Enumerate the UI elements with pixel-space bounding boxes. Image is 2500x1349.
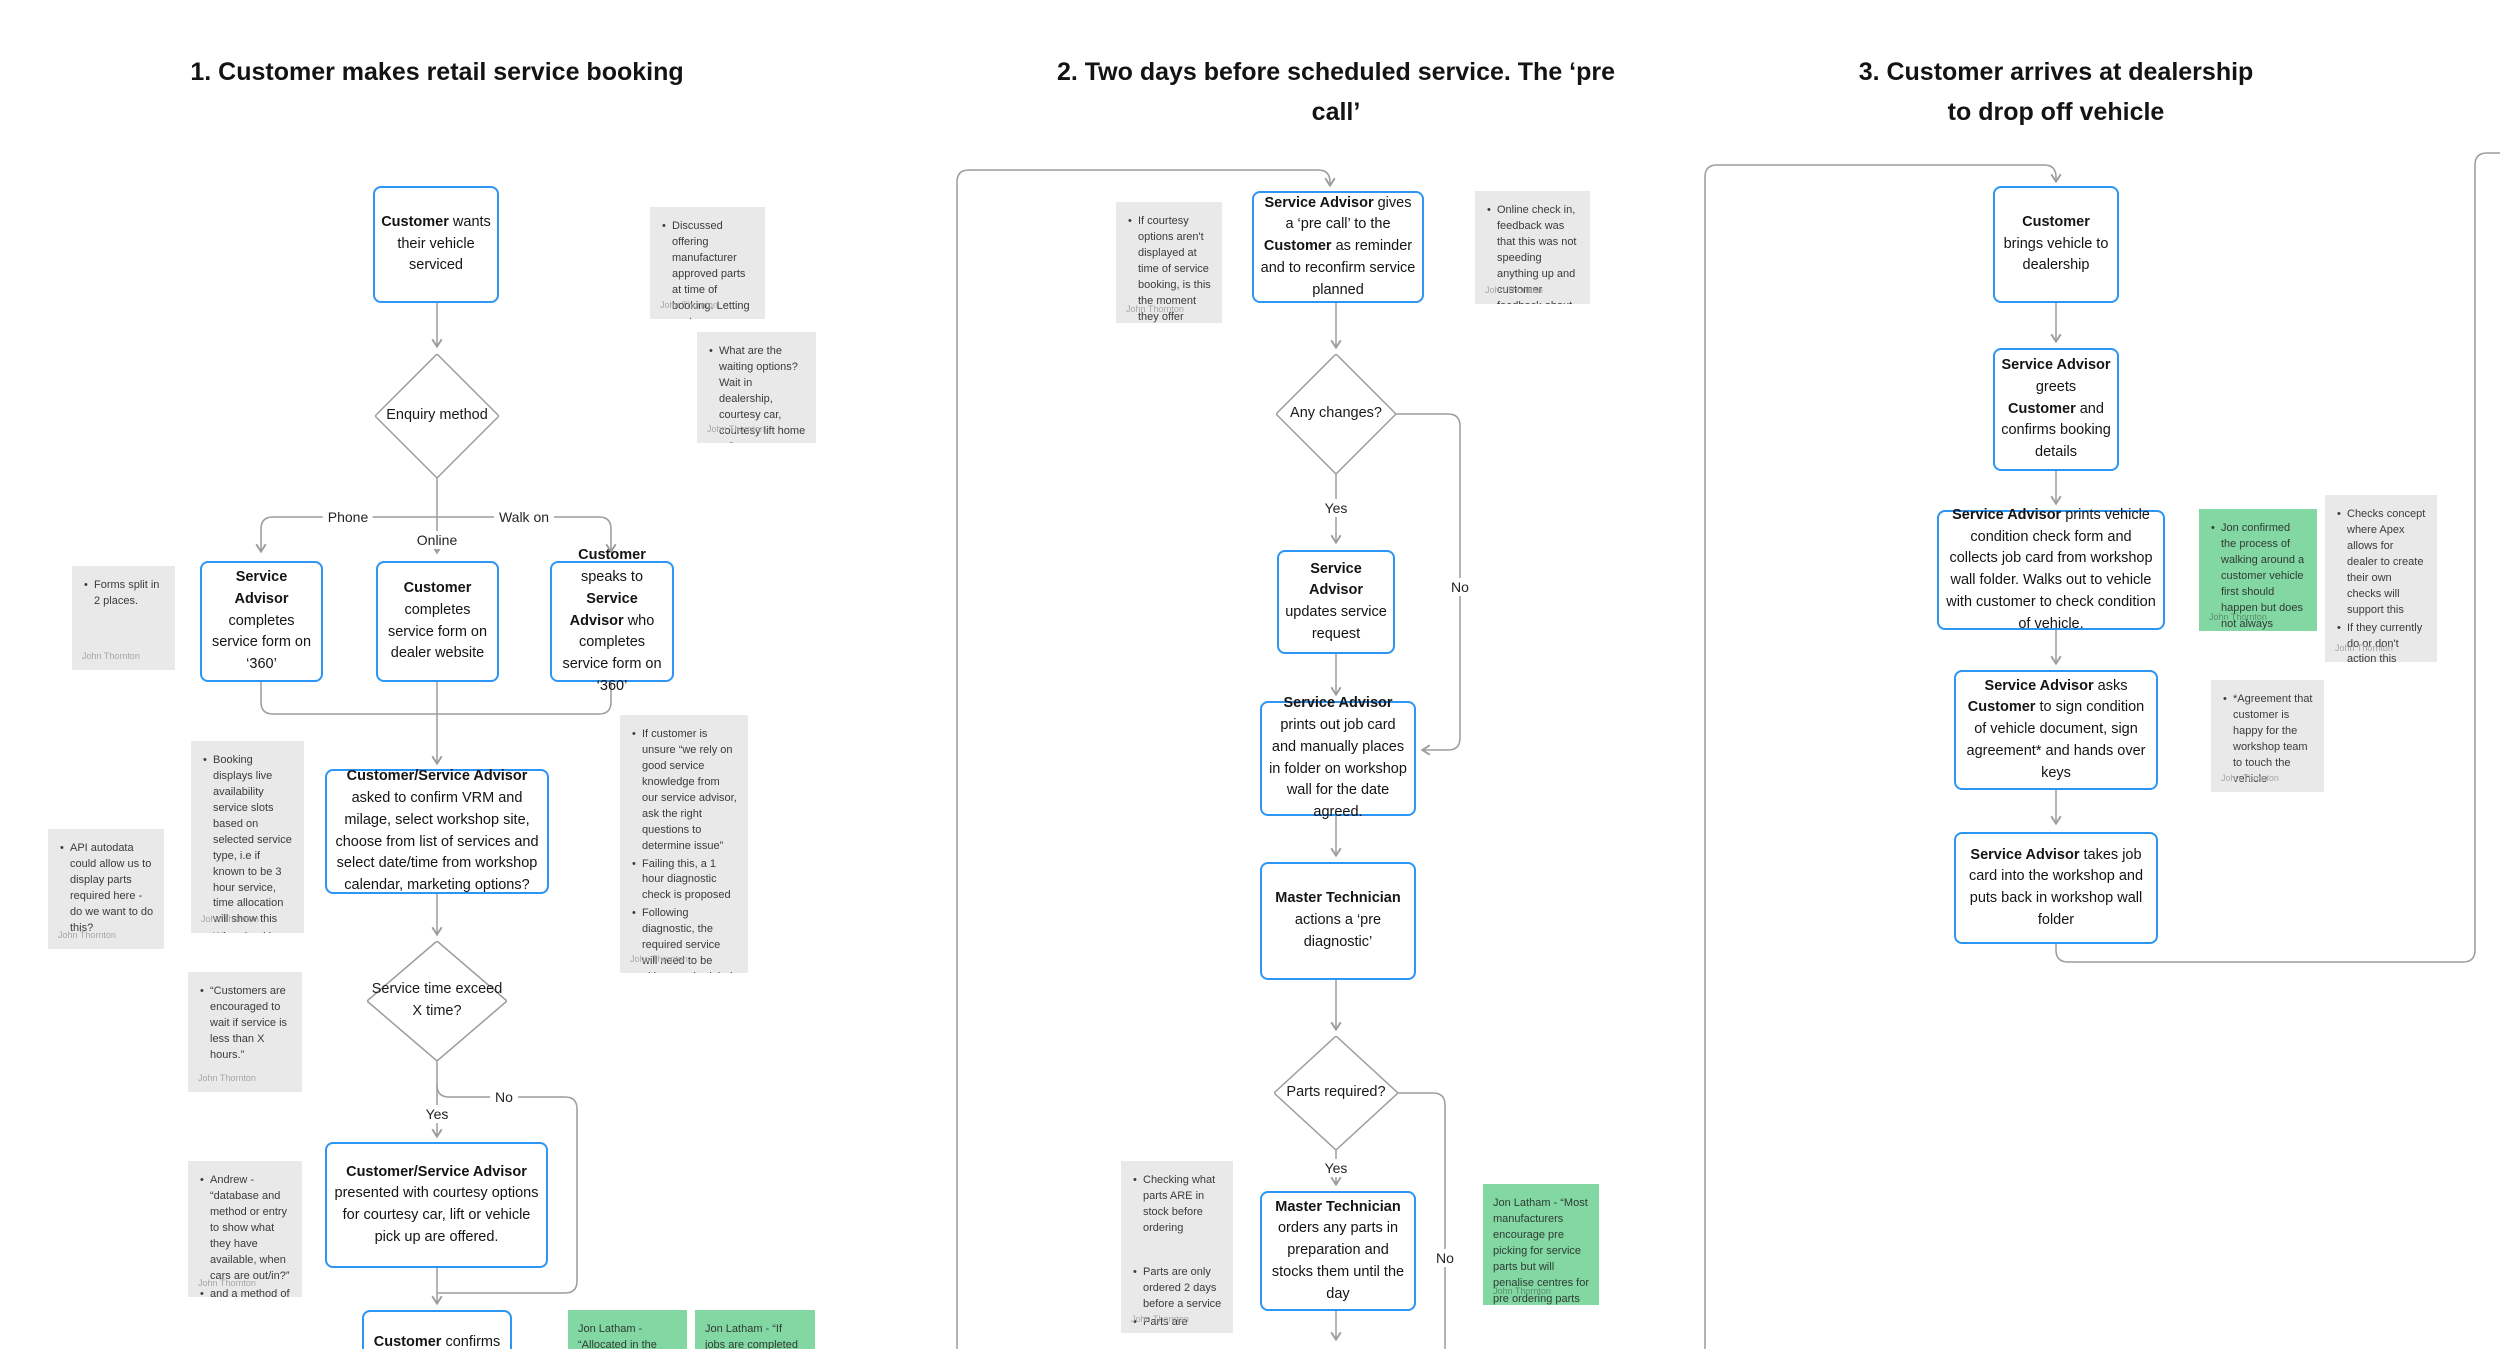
flow-node-technician-pre-diagnostic[interactable]: Master Technician actions a ‘pre diagnos… <box>1260 862 1416 980</box>
flow-node-customer-wants-service[interactable]: Customer wants their vehicle serviced <box>373 186 499 303</box>
sticky-author: John Thornton <box>2221 772 2279 783</box>
connector-loop-section2 <box>956 169 1336 1349</box>
flow-node-advisor-prints-job-card[interactable]: Service Advisor prints out job card and … <box>1260 695 1416 820</box>
flow-node-advisor-completes-form-phone[interactable]: Service Advisor completes service form o… <box>200 561 323 682</box>
decision-enquiry-method[interactable]: Enquiry method <box>375 354 499 478</box>
connector-phone-branch <box>255 516 437 554</box>
sticky-note-jon-latham-pre-picking[interactable]: Jon Latham - “Most manufacturers encoura… <box>1483 1184 1599 1305</box>
sticky-note-jon-latham-allocated[interactable]: Jon Latham - “Allocated in the workshop … <box>568 1310 687 1349</box>
sticky-note-andrew-database[interactable]: Andrew - “database and method or entry t… <box>188 1161 302 1297</box>
connector-loop-section3 <box>1704 164 2062 1349</box>
diamond-shape <box>1274 1036 1398 1150</box>
flow-node-customer-brings-vehicle[interactable]: Customer brings vehicle to dealership <box>1993 186 2119 303</box>
flow-node-advisor-pre-call[interactable]: Service Advisor gives a ‘pre call’ to th… <box>1252 191 1424 303</box>
branch-label-no: No <box>1446 578 1474 596</box>
sticky-note-api-autodata[interactable]: API autodata could allow us to display p… <box>48 829 164 949</box>
branch-label-yes: Yes <box>1319 499 1353 517</box>
branch-label-no: No <box>1431 1249 1459 1267</box>
sticky-author: John Thornton <box>1126 303 1184 314</box>
flow-node-courtesy-options-offered[interactable]: Customer/Service Advisor presented with … <box>325 1142 548 1268</box>
section-1-title[interactable]: 1. Customer makes retail service booking <box>190 58 684 86</box>
flow-node-confirm-vrm-details[interactable]: Customer/Service Advisor asked to confir… <box>325 768 549 894</box>
diamond-shape <box>375 354 499 478</box>
connector-no-branch <box>436 1084 578 1294</box>
sticky-author: John Thornton <box>630 953 688 964</box>
flow-node-customer-speaks-advisor-walkon[interactable]: Customer speaks to Service Advisor who c… <box>550 547 674 694</box>
sticky-author: John Thornton <box>1131 1313 1189 1324</box>
sticky-note-jon-latham-jobs-early[interactable]: Jon Latham - “If jobs are completed earl… <box>695 1310 815 1349</box>
flow-node-advisor-takes-job-card[interactable]: Service Advisor takes job card into the … <box>1954 832 2158 944</box>
sticky-note-booking-availability[interactable]: Booking displays live availability servi… <box>191 741 304 933</box>
sticky-author: John Thornton <box>2209 611 2267 622</box>
flow-node-advisor-sign-agreement[interactable]: Service Advisor asks Customer to sign co… <box>1954 670 2158 790</box>
flow-node-advisor-updates-request[interactable]: Service Advisor updates service request <box>1277 550 1395 654</box>
branch-label-walk-on: Walk on <box>493 508 555 526</box>
branch-label-yes: Yes <box>420 1105 454 1123</box>
sticky-author: John Thornton <box>707 423 765 434</box>
sticky-note-manufacturer-parts[interactable]: Discussed offering manufacturer approved… <box>650 207 765 319</box>
connector <box>260 682 437 715</box>
sticky-note-jon-confirmed-walkaround[interactable]: Jon confirmed the process of walking aro… <box>2199 509 2317 631</box>
branch-label-no: No <box>490 1088 518 1106</box>
sticky-author: John Thornton <box>2335 642 2393 653</box>
sticky-author: John Thornton <box>660 299 718 310</box>
sticky-note-customer-unsure[interactable]: If customer is unsure “we rely on good s… <box>620 715 748 973</box>
connector-no-branch <box>1398 1092 1446 1349</box>
section-2-title[interactable]: 2. Two days before scheduled service. Th… <box>1056 58 1616 126</box>
sticky-author: John Thornton <box>58 929 116 940</box>
sticky-author: John Thornton <box>198 1277 256 1288</box>
connector-loop-section4 <box>2055 152 2500 963</box>
flow-node-technician-orders-parts[interactable]: Master Technician orders any parts in pr… <box>1260 1191 1416 1311</box>
sticky-note-online-check-in[interactable]: Online check in, feedback was that this … <box>1475 191 1590 304</box>
sticky-note-parts-in-stock[interactable]: Checking what parts ARE in stock before … <box>1121 1161 1233 1333</box>
sticky-note-apex-checks-concept[interactable]: Checks concept where Apex allows for dea… <box>2325 495 2437 662</box>
diamond-shape <box>367 941 507 1061</box>
sticky-author: John Thornton <box>198 1072 256 1083</box>
sticky-author: John Thornton <box>201 913 259 924</box>
decision-any-changes[interactable]: Any changes? <box>1276 354 1396 474</box>
branch-label-online: Online <box>411 531 463 549</box>
flow-node-advisor-greets-customer[interactable]: Service Advisor greets Customer and conf… <box>1993 348 2119 471</box>
sticky-author: John Thornton <box>1493 1285 1551 1296</box>
flow-node-customer-completes-form-online[interactable]: Customer completes service form on deale… <box>376 561 499 682</box>
branch-label-phone: Phone <box>322 508 374 526</box>
sticky-author: John Thornton <box>82 650 140 661</box>
connector <box>437 682 612 715</box>
diamond-shape <box>1276 354 1396 474</box>
sticky-note-agreement-definition[interactable]: *Agreement that customer is happy for th… <box>2211 680 2324 792</box>
connector-walkon-branch <box>437 516 617 554</box>
flow-node-customer-confirms[interactable]: Customer confirms <box>362 1310 512 1349</box>
sticky-note-waiting-options[interactable]: What are the waiting options? Wait in de… <box>697 332 816 443</box>
sticky-note-forms-split[interactable]: Forms split in 2 places. John Thornton <box>72 566 175 670</box>
decision-service-time-exceed[interactable]: Service time exceed X time? <box>367 941 507 1061</box>
branch-label-yes: Yes <box>1319 1159 1353 1177</box>
decision-parts-required[interactable]: Parts required? <box>1274 1036 1398 1150</box>
flow-node-advisor-condition-check[interactable]: Service Advisor prints vehicle condition… <box>1937 507 2165 632</box>
sticky-note-courtesy-options-moment[interactable]: If courtesy options aren't displayed at … <box>1116 202 1222 323</box>
sticky-author: John Thornton <box>1485 284 1543 295</box>
sticky-note-customers-wait[interactable]: “Customers are encouraged to wait if ser… <box>188 972 302 1092</box>
